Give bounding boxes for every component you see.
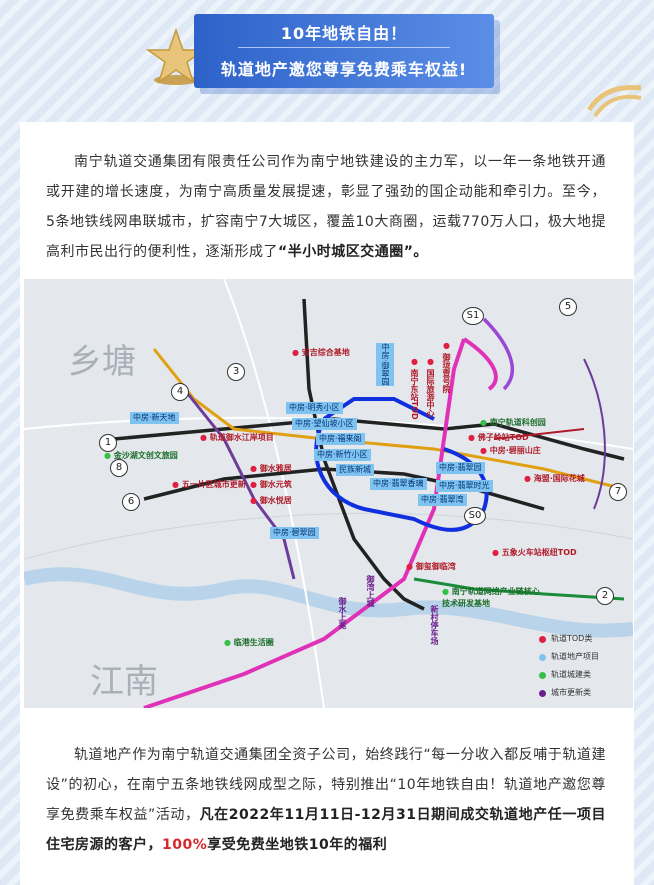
promo-benefit: 享受免费坐地铁10年的福利 [207,837,388,853]
legend-item: 城市更新类 [539,684,627,702]
project-label: 中房·新天地 [130,412,179,424]
project-label: 南宁东站TOD [408,357,420,420]
project-label: 海盟·国际花城 [524,473,585,485]
legend-item: 轨道城建类 [539,666,627,684]
project-label: 五一片区城市更新 [172,479,246,491]
legend-item: 轨道TOD类 [539,630,627,648]
banner-divider [238,47,450,48]
project-label: 民族新城 [336,464,374,476]
intro-text: 南宁轨道交通集团有限责任公司作为南宁地铁建设的主力军，以一年一条地铁开通或开建的… [46,154,606,260]
place-name-jiangnan: 江南 [90,662,158,702]
project-label: 安吉综合基地 [292,347,350,359]
project-label: 五象火车站枢纽TOD [492,547,577,559]
project-label: 中房·望仙坡小区 [292,418,357,430]
legend-item: 轨道地产项目 [539,648,627,666]
promo-text: 轨道地产作为南宁轨道交通集团全资子公司，始终践行“每一分收入都反哺于轨道建设”的… [46,747,606,823]
legend-dot [539,689,546,697]
project-label: 南宁轨道科创园 [480,417,546,429]
legend-dot [539,653,546,661]
project-label: 临港生活圈 [224,637,274,649]
line-badge-7: 7 [609,483,627,501]
project-label: 御水雅居 [250,463,292,475]
project-label: 中房·碧丽山庄 [480,445,541,457]
project-label: 御水悦居 [250,495,292,507]
project-label: 中房·翡翠湾 [418,494,467,506]
project-label: 御湾上城 [366,575,375,607]
project-label: 国际旅游中心 [424,357,436,417]
legend-dot [539,671,546,679]
promo-percentage: 100% [162,837,208,853]
project-label: 中房·御翠园 [376,343,394,386]
project-label: 中房·翡翠园 [436,462,485,474]
promo-paragraph: 轨道地产作为南宁轨道交通集团全资子公司，始终践行“每一分收入都反哺于轨道建设”的… [46,740,606,860]
line-badge-s0: S0 [464,507,486,525]
project-label: 金沙湖文创文旅园 [104,450,178,462]
line-badge-s1: S1 [462,307,484,325]
intro-paragraph: 南宁轨道交通集团有限责任公司作为南宁地铁建设的主力军，以一年一条地铁开通或开建的… [46,147,606,267]
intro-highlight: “半小时城区交通圈”。 [278,244,428,260]
map-legend: 轨道TOD类 轨道地产项目 轨道城建类 城市更新类 [539,630,627,702]
project-label: 御珑壹号院 [440,341,452,393]
line-badge-5: 5 [559,298,577,316]
project-label: 中房·明秀小区 [286,402,343,414]
project-label: 中房·翡翠香璃 [370,478,427,490]
line-badge-6: 6 [122,493,140,511]
project-label: 佛子岭站TOD [468,432,529,444]
project-label: 轨道御水江岸项目 [200,432,274,444]
project-label: 中房·新竹小区 [314,449,371,461]
project-label: 中房·福来阁 [316,433,365,445]
project-label: 中房·翡翠时光 [436,480,493,492]
project-label: 御玺御临湾 [406,561,456,573]
line-badge-4: 4 [171,383,189,401]
promo-highlight: 凡在2022年11月11日-12月31日期间成交轨道地产任一项目住宅房源的客户， [46,807,606,853]
title-banner: 10年地铁自由！ 轨道地产邀您尊享免费乘车权益! [194,14,494,88]
project-label: 御水元筑 [250,479,292,491]
banner-title: 10年地铁自由！ [280,24,408,43]
project-label: 御水上冕 [338,597,347,629]
place-name-xiangtang: 乡塘 [68,342,136,382]
ribbon-icon [586,84,642,118]
project-label: 中房·碧翠园 [270,527,319,539]
project-label: 南宁轨道网络产业链核心技术研发基地 [442,586,542,610]
line-badge-2: 2 [596,587,614,605]
line-badge-3: 3 [227,363,245,381]
legend-dot [539,635,546,643]
metro-map: 乡塘 江南 1 2 3 4 5 6 7 8 S1 S0 中房·新天地 中房·明秀… [24,279,633,708]
project-label: 新村停车场 [430,605,439,645]
banner-subtitle: 轨道地产邀您尊享免费乘车权益! [220,60,468,79]
